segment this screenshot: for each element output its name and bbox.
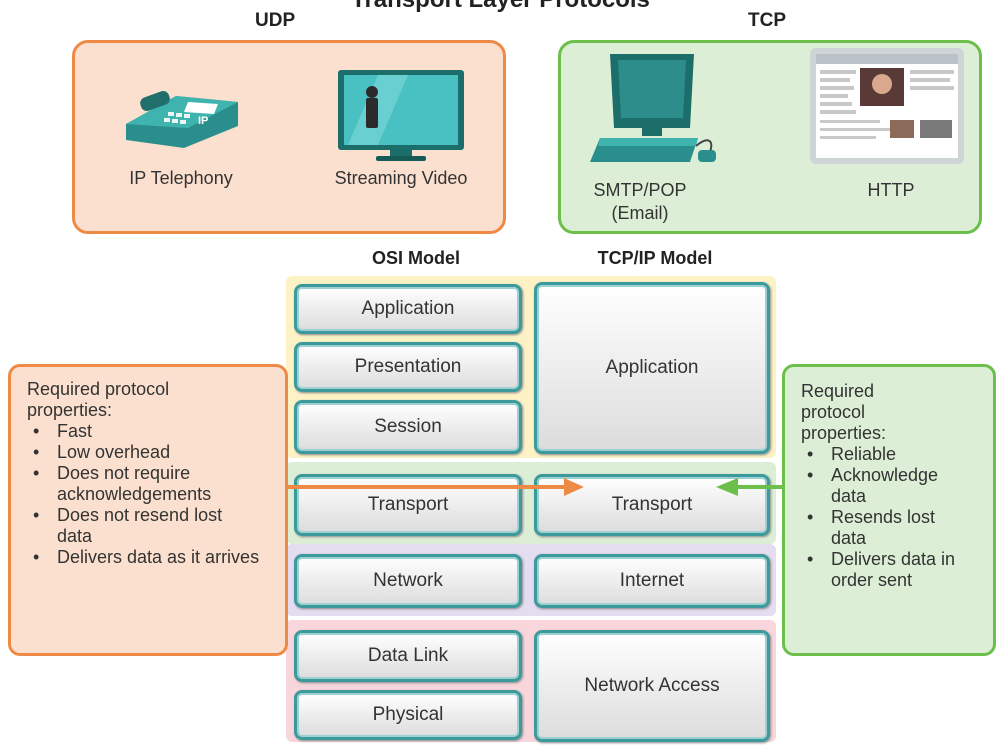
udp-property-item: Fast — [27, 421, 275, 442]
osi-model-header: OSI Model — [371, 248, 460, 268]
computer-icon — [586, 52, 722, 168]
tcp-property-item: Reliable — [801, 444, 983, 465]
osi-layer-transport: Transport — [294, 474, 522, 536]
tcpip-layer-internet: Internet — [534, 554, 770, 608]
tv-monitor-icon — [338, 70, 468, 162]
streaming-video-label: Streaming Video — [334, 168, 468, 188]
diagram-title: Transport Layer Protocols — [0, 0, 1001, 14]
ip-phone-icon: IP — [118, 88, 244, 150]
tcp-property-item: Acknowledge data — [801, 465, 961, 507]
udp-properties-title: Required protocol properties: — [27, 379, 170, 420]
osi-layer-presentation: Presentation — [294, 342, 522, 392]
tcp-property-item: Delivers data in order sent — [801, 549, 971, 591]
tcp-header: TCP — [748, 10, 786, 31]
tcpip-layer-application: Application — [534, 282, 770, 454]
osi-layer-session: Session — [294, 400, 522, 454]
udp-property-item: Does not require acknowledgements — [27, 463, 275, 505]
udp-properties-box: Required protocol properties: Fast Low o… — [8, 364, 288, 656]
osi-layer-application: Application — [294, 284, 522, 334]
udp-property-item: Does not resend lost data — [27, 505, 247, 547]
udp-header: UDP — [255, 10, 296, 31]
tcpip-model-header: TCP/IP Model — [597, 248, 713, 268]
ip-telephony-label: IP Telephony — [129, 168, 233, 188]
osi-layer-data-link: Data Link — [294, 630, 522, 682]
tcp-properties-title: Required protocol properties: — [801, 381, 887, 443]
udp-property-item: Delivers data as it arrives — [27, 547, 275, 568]
udp-property-item: Low overhead — [27, 442, 275, 463]
osi-layer-physical: Physical — [294, 690, 522, 740]
tcpip-layer-network-access: Network Access — [534, 630, 770, 742]
smtp-pop-label: SMTP/POP — [593, 180, 687, 200]
osi-layer-network: Network — [294, 554, 522, 608]
ip-badge: IP — [198, 115, 208, 127]
udp-arrow — [288, 478, 584, 496]
tcp-property-item: Resends lost data — [801, 507, 971, 549]
udp-properties-list: Fast Low overhead Does not require ackno… — [27, 421, 275, 568]
email-sublabel: (Email) — [611, 203, 669, 223]
tcp-properties-box: Required protocol properties: Reliable A… — [782, 364, 996, 656]
tcp-properties-list: Reliable Acknowledge data Resends lost d… — [801, 444, 983, 591]
http-label: HTTP — [867, 180, 915, 200]
tcp-arrow — [716, 478, 782, 496]
web-page-icon — [810, 48, 966, 166]
